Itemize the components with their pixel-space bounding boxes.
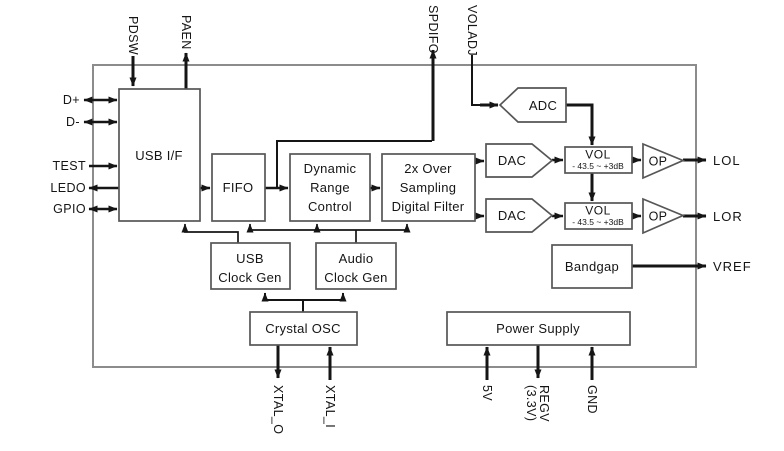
oversampling-filter-block: 2x Over Sampling Digital Filter [381,153,476,222]
wire-adc-vol-left [566,103,596,146]
pin-label-ledo: LEDO [50,181,86,195]
wire-usbclk-usbif [181,223,239,243]
vol-left-block: VOL - 43.5 ~ +3dB [564,146,633,174]
fifo-block: FIFO [211,153,266,222]
wire-spdif-branch [276,140,432,187]
op-amp-right-block: OP [642,197,686,235]
pin-label-gnd: GND [585,385,599,414]
dac-left-label: DAC [498,153,526,168]
dac-left-block: DAC [485,143,554,178]
op-left-label: OP [649,155,668,169]
adc-block: ADC [498,87,567,123]
osf-label-1: 2x Over [404,161,452,176]
dac-right-label: DAC [498,208,526,223]
op-right-label: OP [649,210,668,224]
wires [83,49,707,380]
dynamic-range-control-block: Dynamic Range Control [289,153,371,222]
pin-label-xtal-o: XTAL_O [271,385,285,434]
vol-left-label: VOL [585,148,611,162]
usb-clock-gen-label-2: Clock Gen [218,270,281,285]
power-supply-block: Power Supply [446,311,631,346]
pin-labels: D+ D- TEST LEDO GPIO LOL LOR VREF PDSW P… [50,5,752,434]
pin-label-lol: LOL [713,153,741,168]
bandgap-block: Bandgap [551,244,633,289]
pin-label-paen: PAEN [179,15,193,50]
pin-label-regv: REGV [537,385,551,422]
osf-label-2: Sampling [400,180,457,195]
usb-if-block: USB I/F [118,88,201,222]
usb-clock-gen-label-1: USB [236,251,264,266]
pin-label-d-minus: D- [66,115,80,129]
audio-clock-gen-label-1: Audio [339,251,374,266]
pin-label-vref: VREF [713,259,752,274]
adc-label: ADC [529,98,557,113]
osf-label-3: Digital Filter [392,199,465,214]
fifo-label: FIFO [223,180,254,195]
pin-label-regv-sub: (3.3V) [524,385,538,421]
usb-if-label: USB I/F [135,148,183,163]
drc-label-2: Range [310,180,350,195]
drc-label-1: Dynamic [304,161,357,176]
pin-label-test: TEST [52,159,86,173]
pin-label-lor: LOR [713,209,743,224]
pin-label-voladj: VOLADJ [465,5,479,56]
wire-voladj-v [471,55,485,106]
drc-label-3: Control [308,199,352,214]
crystal-osc-label: Crystal OSC [265,321,341,336]
vol-right-label: VOL [585,204,611,218]
crystal-osc-block: Crystal OSC [249,311,358,346]
audio-clock-gen-block: Audio Clock Gen [315,242,397,290]
power-supply-label: Power Supply [496,321,580,336]
pin-label-gpio: GPIO [53,202,86,216]
pin-label-spdifo: SPDIFO [426,5,440,54]
pin-label-5v: 5V [480,385,494,401]
vol-right-block: VOL - 43.5 ~ +3dB [564,202,633,230]
pin-label-xtal-i: XTAL_I [323,385,337,428]
audio-clock-gen-label-2: Clock Gen [324,270,387,285]
dac-right-block: DAC [485,198,554,233]
pin-label-d-plus: D+ [63,93,80,107]
usb-clock-gen-block: USB Clock Gen [210,242,291,290]
vol-right-range: - 43.5 ~ +3dB [572,217,624,227]
pin-label-pdsw: PDSW [126,16,140,55]
vol-left-range: - 43.5 ~ +3dB [572,161,624,171]
bandgap-label: Bandgap [565,259,619,274]
op-amp-left-block: OP [642,142,686,180]
